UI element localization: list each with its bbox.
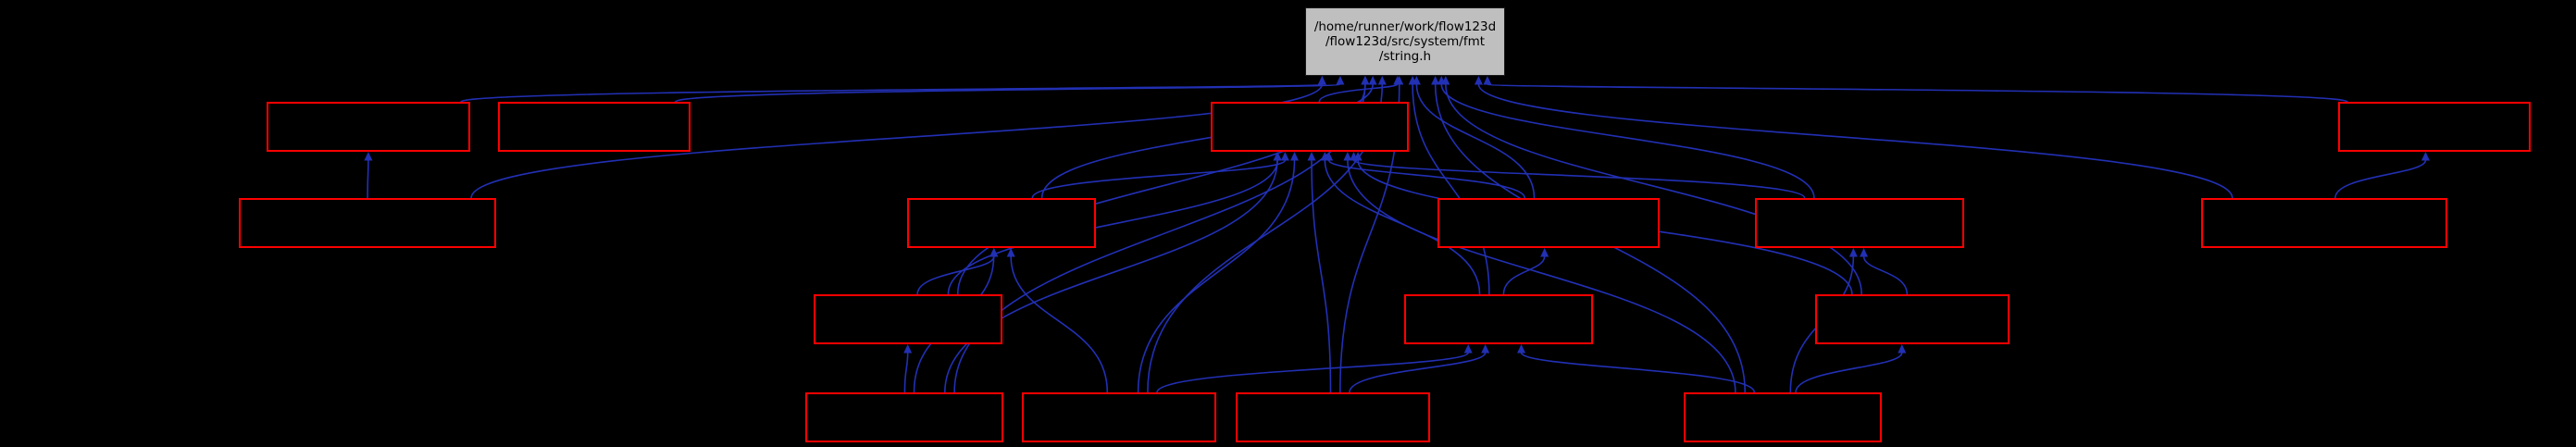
- arrowhead: [1320, 152, 1329, 161]
- arrowhead: [1280, 152, 1289, 161]
- dependency-edge-d-root: [1483, 76, 2348, 103]
- dependency-edge-n-c: [1137, 152, 1300, 393]
- arrowhead: [2420, 152, 2430, 161]
- arrowhead: [1463, 344, 1473, 354]
- arrowhead: [1336, 76, 1345, 85]
- arrowhead: [1343, 152, 1352, 161]
- dependency-edge-i-d: [2334, 152, 2430, 199]
- include-node-a[interactable]: [267, 102, 470, 152]
- dependency-edge-c-root: [1318, 76, 1402, 103]
- dependency-edge-l-root: [1441, 76, 1862, 295]
- dependency-edge-m-j: [903, 344, 913, 393]
- dependency-edge-e-a: [364, 152, 373, 199]
- dependency-edge-a-root: [460, 76, 1326, 103]
- dependency-edge-f-c: [1031, 152, 1289, 199]
- arrowhead: [1361, 76, 1370, 85]
- dependency-edge-n-k: [1156, 344, 1473, 393]
- dependency-edge-i-root: [1474, 76, 2234, 199]
- dependency-edge-k-root: [1408, 76, 1490, 295]
- include-node-j[interactable]: [814, 294, 1002, 344]
- arrowhead: [364, 152, 373, 161]
- arrowhead: [1441, 76, 1450, 85]
- arrowhead: [1481, 344, 1490, 354]
- arrowhead: [1898, 344, 1907, 354]
- include-node-g[interactable]: [1437, 198, 1660, 248]
- dependency-edge-p-k: [1517, 344, 1756, 393]
- dependency-edge-k-g: [1502, 248, 1549, 295]
- arrowhead: [1377, 76, 1387, 85]
- dependency-edge-n-f: [1006, 248, 1109, 393]
- include-node-h[interactable]: [1755, 198, 1964, 248]
- arrowhead: [1540, 248, 1549, 257]
- dependency-edge-p-c: [1343, 152, 1736, 393]
- arrowhead: [1431, 76, 1440, 85]
- dependency-edge-p-l: [1795, 344, 1907, 393]
- arrowhead: [1006, 248, 1015, 257]
- include-node-p[interactable]: [1684, 392, 1882, 442]
- dependency-edge-l-h: [1860, 248, 1909, 295]
- arrowhead: [1408, 76, 1417, 85]
- arrowhead: [903, 344, 913, 354]
- include-node-e[interactable]: [239, 198, 496, 248]
- include-node-o[interactable]: [1236, 392, 1430, 442]
- include-node-i[interactable]: [2201, 198, 2447, 248]
- include-node-f[interactable]: [907, 198, 1096, 248]
- dependency-edge-o-k: [1349, 344, 1490, 393]
- include-node-k[interactable]: [1404, 294, 1593, 344]
- arrowhead: [1368, 76, 1377, 85]
- dependency-edge-b-root: [674, 76, 1345, 103]
- include-node-m[interactable]: [805, 392, 1003, 442]
- include-node-n[interactable]: [1022, 392, 1216, 442]
- arrowhead: [1395, 76, 1404, 85]
- dependency-edge-g-root: [1412, 76, 1536, 199]
- arrowhead: [1860, 248, 1869, 257]
- root-file-label-line: /home/runner/work/flow123d: [1313, 19, 1497, 34]
- dependency-edge-o-c: [1307, 152, 1332, 393]
- root-file-label-line: /flow123d/src/system/fmt: [1325, 34, 1486, 49]
- root-file-node: /home/runner/work/flow123d/flow123d/src/…: [1305, 7, 1505, 76]
- arrowhead: [1273, 152, 1282, 161]
- arrowhead: [1517, 344, 1526, 354]
- dependency-edge-m-c: [944, 152, 1282, 393]
- arrowhead: [1307, 152, 1316, 161]
- arrowhead: [1353, 152, 1363, 161]
- include-node-d[interactable]: [2338, 102, 2531, 152]
- include-node-b[interactable]: [498, 102, 691, 152]
- arrowhead: [1483, 76, 1492, 85]
- root-file-label-line: /string.h: [1378, 49, 1432, 64]
- arrowhead: [989, 248, 999, 257]
- arrowhead: [1290, 152, 1300, 161]
- arrowhead: [1317, 76, 1326, 85]
- arrowhead: [1848, 248, 1858, 257]
- arrowhead: [1474, 76, 1483, 85]
- include-node-l[interactable]: [1815, 294, 2010, 344]
- include-node-c[interactable]: [1211, 102, 1409, 152]
